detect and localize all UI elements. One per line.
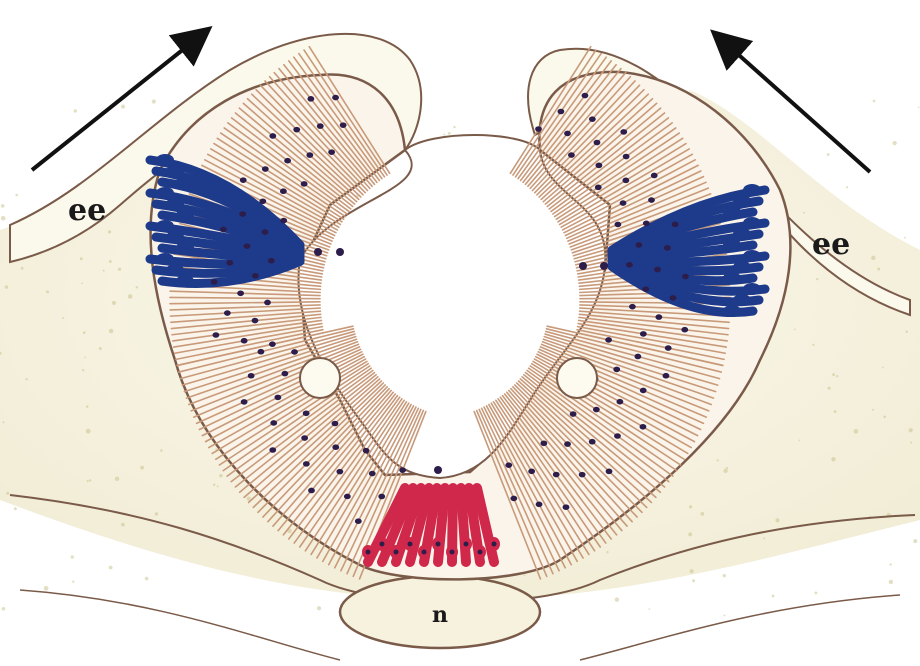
label-notochord: n (432, 604, 448, 626)
mitotic-cell-left (300, 358, 340, 398)
mitotic-cell-right (557, 358, 597, 398)
label-ee-left: ee (68, 196, 106, 226)
label-ee-right: ee (812, 230, 850, 260)
